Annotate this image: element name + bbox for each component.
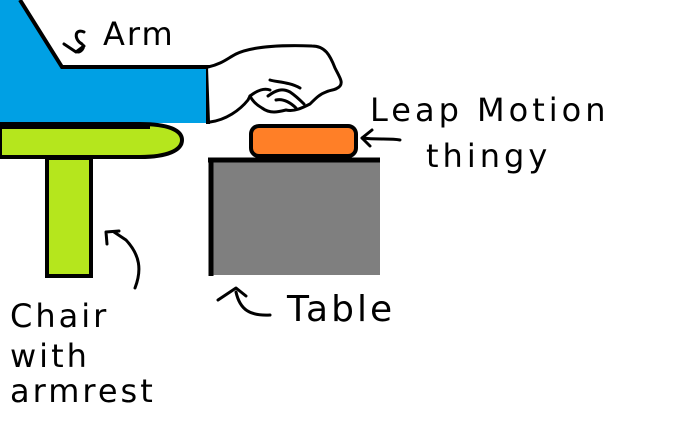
leap-motion-label-line1: Leap Motion (370, 91, 610, 129)
chair-label-line3: armrest (10, 372, 156, 410)
arm-shape (0, 0, 210, 124)
chair-label-line1: Chair (10, 297, 110, 335)
chair-leg-shape (45, 156, 93, 278)
arrow-icon (62, 29, 402, 317)
table-label: Table (287, 289, 396, 330)
armrest-shape (0, 122, 185, 159)
table-shape (208, 157, 380, 276)
arm-label: Arm (103, 15, 175, 53)
leap-motion-label-line2: thingy (426, 137, 552, 175)
chair-label-line2: with (10, 337, 90, 375)
leap-motion-device (249, 124, 358, 158)
hand-shape (206, 44, 343, 124)
